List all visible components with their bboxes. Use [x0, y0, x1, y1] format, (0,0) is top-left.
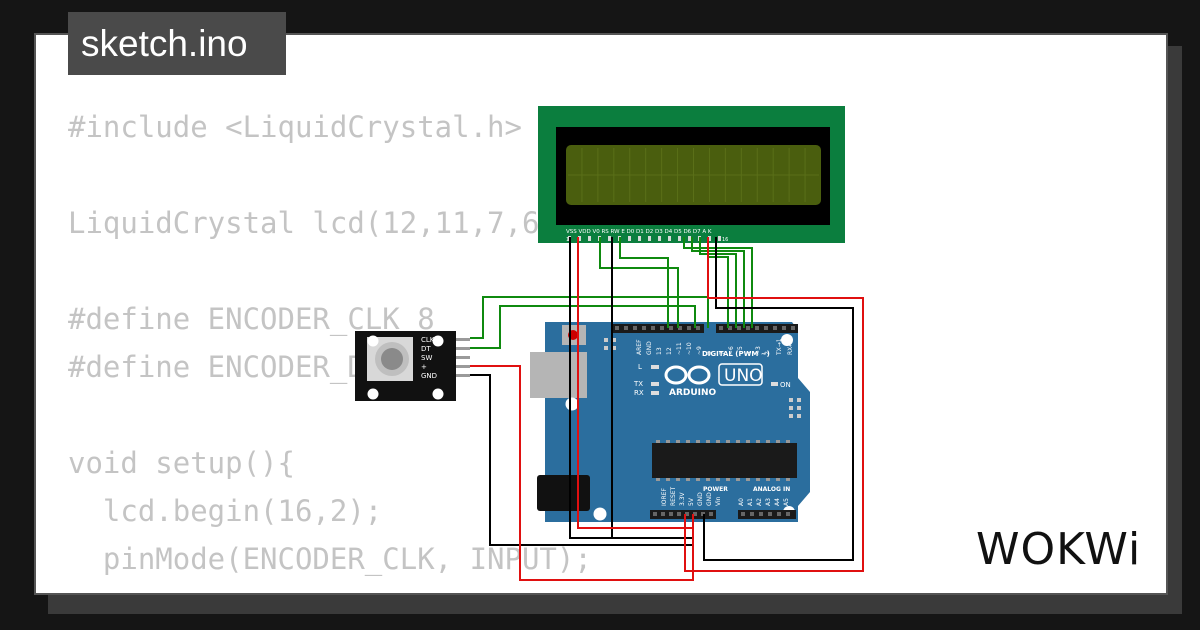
power-pin-label: GND	[706, 492, 713, 506]
encoder-pin-label: SW	[421, 354, 432, 362]
arduino-brand: ARDUINO	[669, 388, 717, 398]
power-pin-label: GND	[697, 492, 704, 506]
power-pin-label: Vin	[715, 496, 722, 506]
wire-lcd-vss	[569, 237, 693, 539]
uno-label: UNO	[724, 366, 763, 386]
lcd-pin-labels: VSS VDD V0 RS RW E D0 D1 D2 D3 D4 D5 D6 …	[566, 229, 712, 235]
wires	[470, 237, 864, 581]
code-line: pinMode(ENCODER_CLK, INPUT);	[68, 542, 592, 576]
top-pin-label: ~5	[737, 346, 744, 355]
analog-pin-label: A0	[738, 498, 745, 506]
code-line: #define ENCODER_CLK 8	[68, 302, 435, 336]
tx-label: TX	[633, 380, 643, 388]
top-pin-label: RX←0	[787, 338, 794, 355]
wire-encoder-vcc	[470, 365, 694, 581]
digital-header-high	[612, 324, 704, 333]
rx-label: RX	[634, 389, 644, 397]
wire-lcd-e	[619, 237, 669, 328]
on-label: ON	[780, 381, 791, 389]
lcd-pin-last: 16	[722, 237, 728, 243]
top-pin-label: ~6	[728, 346, 735, 355]
arduino-logo	[664, 365, 711, 385]
code-line: void setup(){	[68, 446, 295, 480]
top-pin-label: ~9	[696, 346, 703, 355]
top-pin-label: 7	[719, 351, 726, 355]
encoder-pin-label: +	[421, 363, 427, 371]
wire-lcd-d6	[699, 237, 737, 328]
wire-encoder-dt	[470, 305, 696, 349]
top-pin-label: 13	[656, 347, 663, 355]
code-line: lcd.begin(16,2);	[68, 494, 383, 528]
wire-lcd-d5	[691, 237, 745, 328]
wire-lcd-k	[703, 237, 854, 561]
analog-pin-label: A5	[783, 498, 790, 506]
wire-lcd-a	[684, 237, 864, 572]
lcd-pin-first: 1	[566, 237, 569, 243]
top-pin-label: TX→1	[776, 338, 783, 356]
top-pin-label: 2	[764, 351, 771, 355]
analog-header	[738, 510, 796, 519]
power-label: POWER	[703, 486, 728, 493]
encoder-pin-label: DT	[421, 345, 431, 353]
power-header	[650, 510, 716, 519]
top-pin-label: 12	[666, 347, 673, 355]
power-pin-label: RESET	[670, 486, 677, 506]
power-pin-label: IOREF	[661, 488, 668, 506]
analog-pin-label: A3	[765, 498, 772, 506]
top-pin-label: ~3	[755, 346, 762, 355]
power-pin-label: 3.3V	[679, 491, 686, 506]
top-pin-label: ~11	[676, 342, 683, 355]
analog-pin-label: A2	[756, 498, 763, 506]
wire-lcd-rs	[599, 237, 679, 328]
top-pin-label: 8	[706, 351, 713, 355]
sketch-title: sketch.ino	[68, 12, 286, 75]
lcd-module: VSS VDD V0 RS RW E D0 D1 D2 D3 D4 D5 D6 …	[538, 106, 845, 243]
power-pin-label: 5V	[688, 497, 695, 506]
microcontroller-chip	[652, 443, 797, 478]
wire-encoder-clk	[470, 296, 709, 339]
code-line: #include <LiquidCrystal.h>	[68, 110, 522, 144]
power-jack	[537, 475, 590, 511]
encoder-pin-label: GND	[421, 372, 437, 380]
digital-label: DIGITAL (PWM ~)	[702, 350, 770, 358]
code-preview: #include <LiquidCrystal.h> LiquidCrystal…	[68, 103, 644, 593]
top-pin-label: 4	[746, 351, 753, 355]
top-pin-label: AREF	[636, 339, 643, 355]
top-pin-label: ~10	[686, 342, 693, 355]
analog-pin-label: A4	[774, 498, 781, 506]
top-pin-label: GND	[646, 341, 653, 355]
wokwi-logo: WOKWi	[976, 524, 1142, 575]
analog-in-label: ANALOG IN	[753, 486, 790, 493]
code-line: #define ENCODER_DT 9	[68, 350, 418, 384]
encoder-pin-label: CLK	[421, 336, 435, 344]
l-led-label: L	[638, 363, 642, 371]
code-line: pinMode(ENCODER_DT, INPUT);	[68, 590, 574, 593]
analog-pin-label: A1	[747, 498, 754, 506]
wire-lcd-d4	[683, 237, 753, 328]
